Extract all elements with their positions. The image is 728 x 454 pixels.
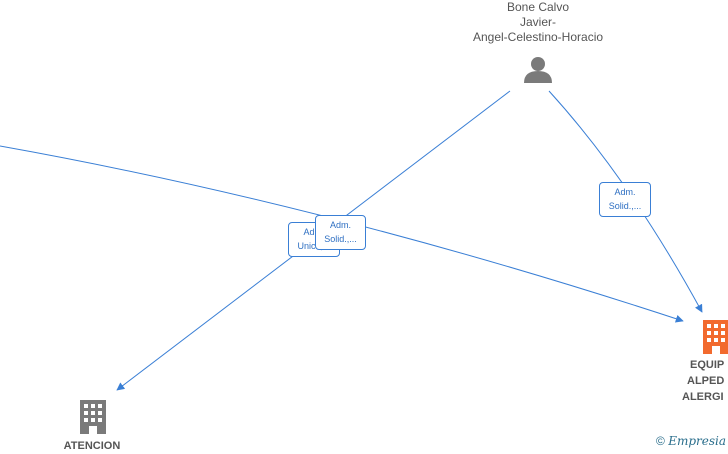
edge-label-line: Solid.,...	[608, 201, 642, 211]
person-icon[interactable]	[524, 57, 552, 83]
person-name-line: Angel-Celestino-Horacio	[472, 30, 604, 44]
edge-label-person-equip[interactable]: Adm. Solid.,...	[599, 182, 651, 217]
watermark: © Empresia	[656, 434, 726, 448]
copyright-icon: ©	[656, 434, 665, 448]
edge-label-line: Adm.	[614, 187, 636, 197]
company-label-atencion[interactable]: ATENCION	[40, 438, 144, 454]
company-label-line: EQUIP	[690, 359, 725, 371]
edge-label-person-atencion[interactable]: Adm. Solid.,...	[315, 215, 366, 250]
company-label-equip[interactable]: EQUIP ALPED ALERGI	[682, 357, 728, 405]
edge-label-line: Adm.	[329, 220, 351, 230]
edge-label-line: Unico,...	[297, 241, 331, 251]
brand-logo: Empresia	[668, 434, 726, 448]
building-icon[interactable]	[703, 320, 728, 354]
company-label-line: ALPED	[687, 375, 725, 387]
building-icon[interactable]	[80, 400, 106, 434]
person-name-line: Bone Calvo	[506, 0, 570, 14]
company-label-line: ALERGI	[682, 391, 724, 403]
edge-label-line: Solid.,...	[324, 234, 357, 244]
person-name[interactable]: Bone Calvo Javier- Angel-Celestino-Horac…	[436, 0, 640, 45]
company-label-line: ATENCION	[63, 440, 121, 452]
person-name-line: Javier-	[519, 15, 556, 29]
edge-label-line: Adm.	[303, 227, 325, 237]
